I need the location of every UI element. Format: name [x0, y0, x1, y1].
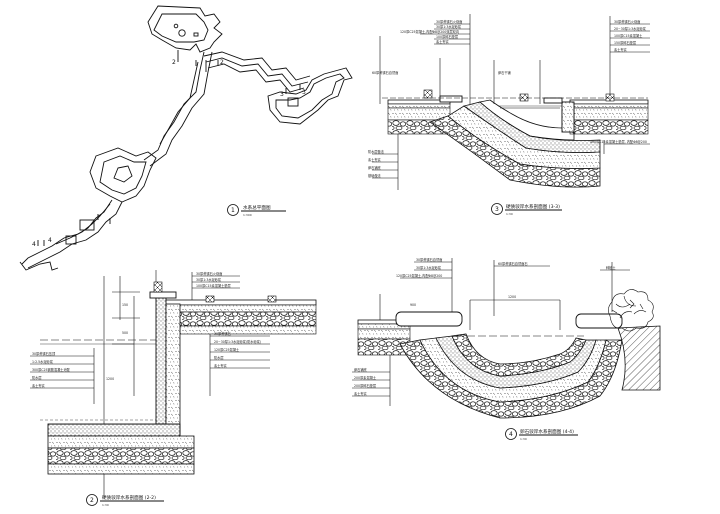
- s2-label: 20~30厚1:3水泥砂浆(防水砂浆): [214, 339, 261, 344]
- s3-label: 防水层做法: [368, 149, 384, 154]
- view-number: 3: [495, 206, 499, 213]
- s4-label: 120厚C25混凝土,内配Φ8@200: [396, 273, 442, 278]
- s3-label: 卵石干铺: [498, 70, 512, 75]
- s2-label: 30厚黄锈石压顶: [32, 351, 56, 356]
- s3-label: 素土夯实: [368, 157, 381, 162]
- s4-label: 200厚碎石垫层: [354, 383, 376, 388]
- s3-label: 60厚黄锈石自然面: [372, 70, 398, 75]
- s2-label: 素土夯实: [214, 363, 227, 368]
- s4-dim: 1200: [508, 295, 516, 299]
- view-number: 2: [90, 497, 94, 504]
- plan-cut-mark: 3: [302, 89, 306, 96]
- plan-cut-mark: 2: [172, 59, 176, 66]
- plan-cut-mark: 4: [32, 241, 36, 248]
- view-title: 硬质驳岸水系剖面图 (2-2): [102, 494, 156, 501]
- plan-cut-mark: 2: [220, 59, 224, 66]
- s4-label: 30厚1:3水泥砂浆: [416, 265, 442, 270]
- s3-label: 素土夯实: [436, 39, 449, 44]
- s3-label: 20~30厚1:3水泥砂浆: [614, 26, 647, 31]
- view-scale: 1:30: [520, 437, 527, 441]
- s3-label: 30厚黄锈石火烧面: [436, 19, 462, 24]
- s2-label: 30厚黄锈石: [214, 331, 231, 336]
- shrub-symbol: [608, 289, 654, 332]
- s2-label: 防水层: [32, 375, 42, 380]
- plan-cut-mark: 3: [280, 91, 284, 98]
- plan-view: 2 2 3 3 4 4 1 水系总平面图 1:300: [19, 5, 353, 271]
- s4-label: 30厚黄锈石自然面: [416, 257, 442, 262]
- view-scale: 1:30: [102, 503, 109, 507]
- s4-label: 60厚黄锈石自然面石: [498, 261, 528, 266]
- view-scale: 1:30: [506, 212, 513, 216]
- view-number-circle: [505, 428, 517, 440]
- view-number-circle: [227, 204, 239, 216]
- s2-label: 120厚C25混凝土: [214, 347, 240, 352]
- s2-label: 1:2.5水泥砂浆: [32, 359, 54, 364]
- s3-label: 120厚C25混凝土,内配Φ8@200双层双向: [400, 29, 459, 34]
- view-title: 水系总平面图: [243, 204, 271, 211]
- s2-label: 300厚C25钢筋混凝土池壁: [32, 367, 71, 372]
- view-number-circle: [86, 494, 98, 506]
- view-number: 1: [231, 207, 235, 214]
- s2-dim: 150: [122, 303, 128, 307]
- plan-cut-mark: 4: [48, 237, 52, 244]
- s3-label: 30厚1:3水泥砂浆: [436, 24, 462, 29]
- s2-label: 30厚黄锈石火烧面: [196, 271, 222, 276]
- s4-dim: 900: [410, 303, 416, 307]
- s2-label: 100厚C15素混凝土垫层: [196, 283, 231, 288]
- s3-label: 素土夯实: [614, 47, 627, 52]
- s4-label: 素土夯实: [354, 391, 367, 396]
- s4-label: 200厚素混凝土: [354, 375, 377, 380]
- view-title: 卵石驳岸水系剖面图 (4-4): [520, 428, 574, 435]
- s3-label: 150厚碎石垫层: [614, 40, 636, 45]
- s2-label: 素土夯实: [32, 383, 45, 388]
- s4-label: 卵石铺底: [354, 367, 368, 372]
- s2-label: 30厚1:3水泥砂浆: [196, 277, 222, 282]
- view-number: 4: [509, 431, 513, 438]
- s3-label: 100厚C15素混凝土: [614, 33, 643, 38]
- s4-label: 种植土: [606, 265, 616, 270]
- s3-label: 400厚C15素混凝土垫层, 内配Φ8@200: [590, 139, 647, 144]
- s2-label: 防水层: [214, 355, 224, 360]
- view-scale: 1:300: [243, 213, 252, 217]
- section-2-2: 150 500 1200 30厚黄锈石火烧面 30厚1:3水泥砂浆 100厚C1…: [30, 270, 317, 507]
- s2-dim: 500: [122, 331, 128, 335]
- s3-label: 卵石铺底: [368, 165, 382, 170]
- s3-label: 基础做法: [368, 173, 381, 178]
- s3-label: 30厚黄锈石火烧面: [614, 19, 640, 24]
- s2-dim: 1200: [106, 377, 114, 381]
- section-3-3: 30厚黄锈石火烧面 30厚1:3水泥砂浆 120厚C25混凝土,内配Φ8@200…: [368, 14, 650, 216]
- section-4-4: 900 1200 30厚黄锈石自然面 30厚1:3水泥砂浆 120厚C25混凝土…: [352, 257, 661, 441]
- view-number-circle: [491, 203, 503, 215]
- view-title: 硬质驳岸水系剖面图 (3-3): [506, 203, 560, 210]
- s3-label: 100厚碎石垫层: [436, 34, 458, 39]
